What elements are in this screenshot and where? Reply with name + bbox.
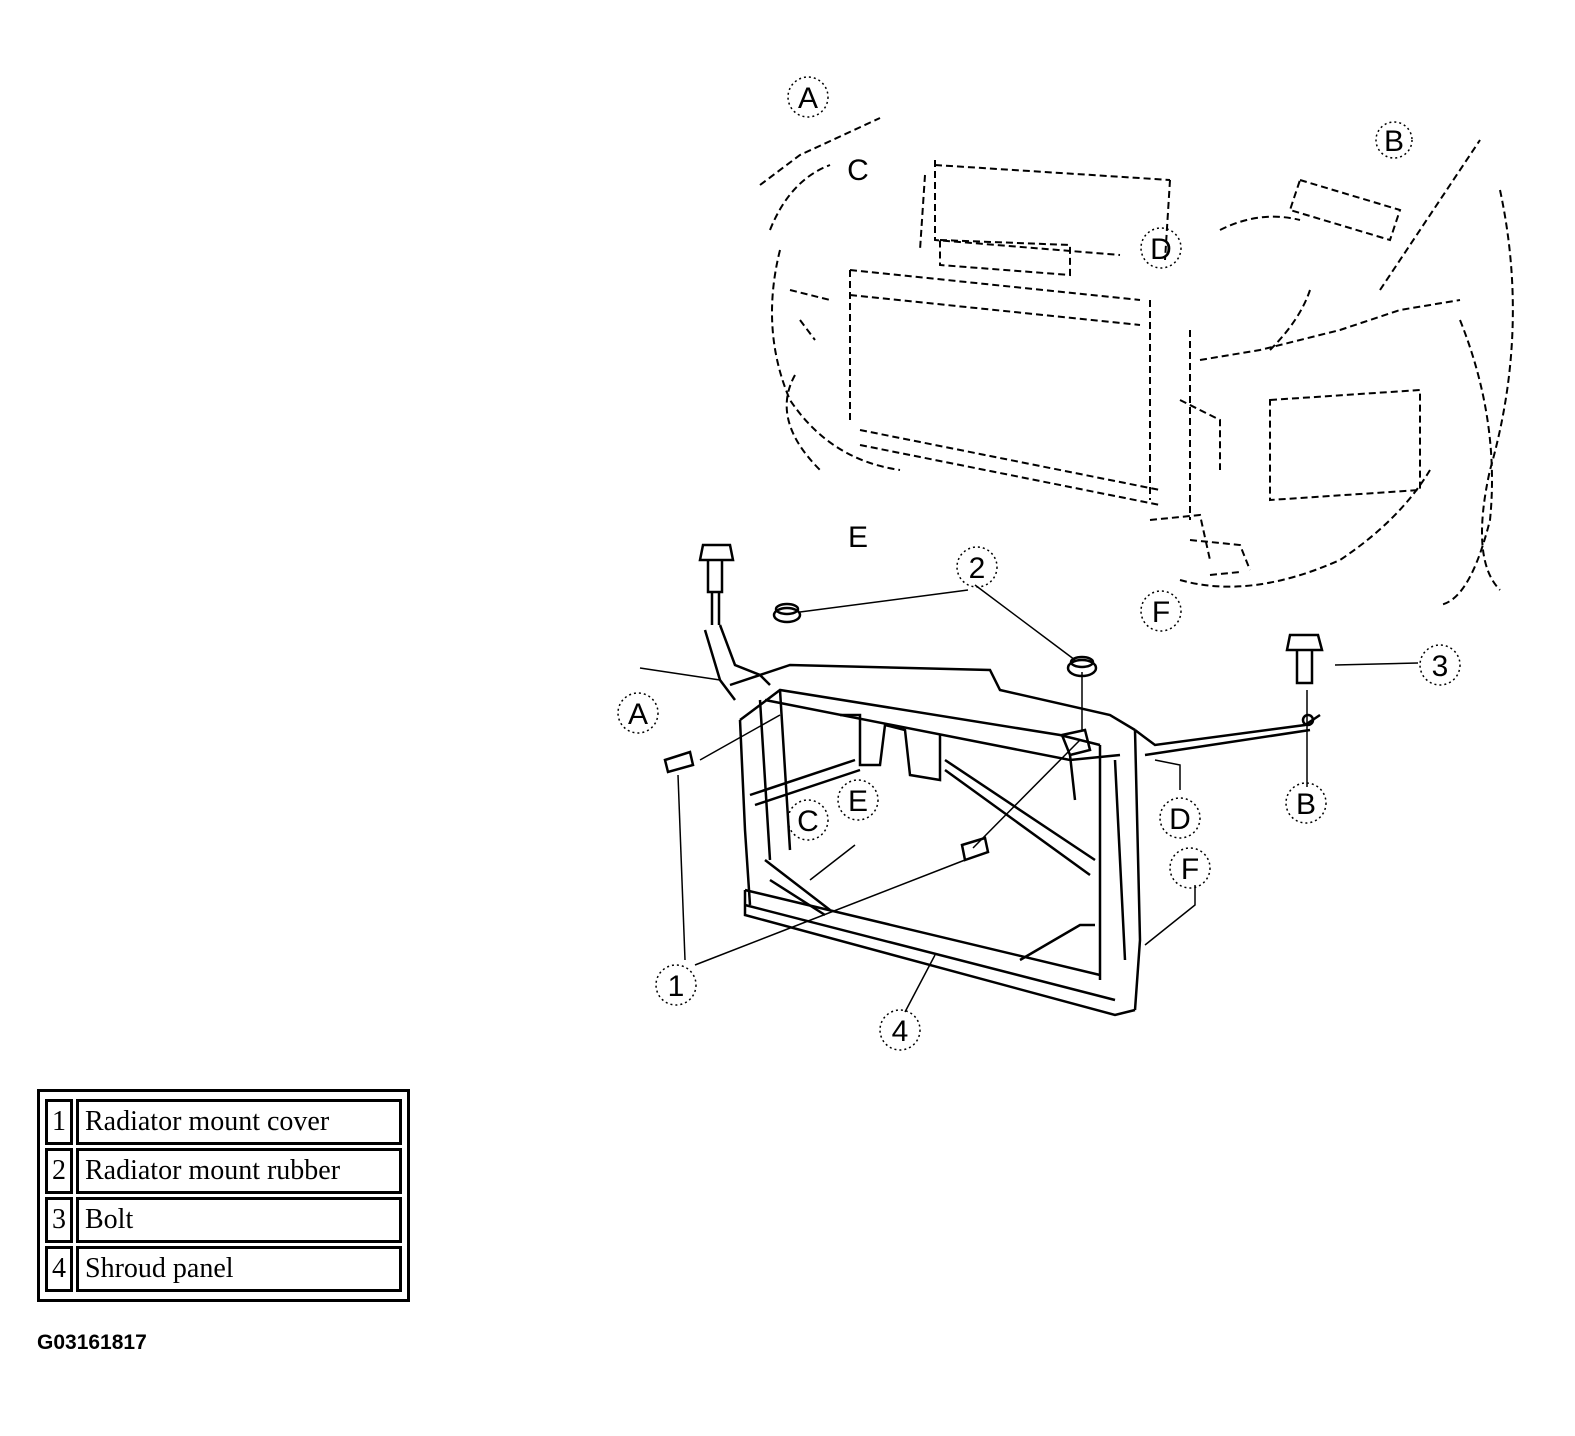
letter-c-upper: C [847,154,869,187]
callout-d-lower: D [1159,797,1201,839]
figure-id: G03161817 [37,1331,147,1354]
legend-number: 2 [45,1148,73,1194]
number-3: 3 [1432,650,1449,683]
callout-c-upper: C [847,154,869,187]
letter-b-lower: B [1296,788,1316,821]
radiator-shroud-diagram: A B C D E F A B C [617,76,1514,1051]
callout-b-upper: B [1375,121,1413,159]
number-1: 1 [668,970,685,1003]
callout-a-upper: A [787,76,829,118]
legend-row: 2 Radiator mount rubber [45,1148,402,1194]
callout-labels: A B C D E F A B C [617,76,1461,1051]
legend-number: 4 [45,1246,73,1292]
letter-f-lower: F [1181,853,1199,886]
callout-f-upper: F [1140,590,1182,632]
callout-f-lower: F [1169,847,1211,889]
letter-d-upper: D [1150,233,1172,266]
parts-legend: 1 Radiator mount cover 2 Radiator mount … [37,1089,410,1302]
letter-c-lower: C [797,805,819,838]
legend-row: 3 Bolt [45,1197,402,1243]
vehicle-front-end-view [759,117,1514,606]
callout-b-lower: B [1285,782,1327,824]
callout-e-upper: E [848,521,868,554]
callout-number-1: 1 [655,964,697,1006]
letter-a-lower: A [628,698,648,731]
letter-d-lower: D [1169,803,1191,836]
parts-legend-table: 1 Radiator mount cover 2 Radiator mount … [45,1096,402,1295]
callout-e-lower: E [837,779,879,821]
callout-c-lower: C [787,799,829,841]
legend-label: Shroud panel [76,1246,402,1292]
legend-label: Radiator mount cover [76,1099,402,1145]
shroud-panel-drawing [663,543,1324,1017]
legend-label: Radiator mount rubber [76,1148,402,1194]
callout-number-2: 2 [956,546,998,588]
number-2: 2 [969,552,986,585]
callout-number-3: 3 [1419,644,1461,686]
number-4: 4 [892,1015,909,1048]
leader-lines [639,584,1419,1013]
letter-f-upper: F [1152,596,1170,629]
letter-a-upper: A [798,82,818,115]
legend-row: 1 Radiator mount cover [45,1099,402,1145]
callout-d-upper: D [1140,227,1182,269]
legend-number: 3 [45,1197,73,1243]
legend-row: 4 Shroud panel [45,1246,402,1292]
letter-e-lower: E [848,785,868,818]
callout-number-4: 4 [879,1009,921,1051]
letter-e-upper: E [848,521,868,554]
letter-b-upper: B [1384,125,1404,158]
legend-number: 1 [45,1099,73,1145]
callout-a-lower: A [617,692,659,734]
legend-label: Bolt [76,1197,402,1243]
